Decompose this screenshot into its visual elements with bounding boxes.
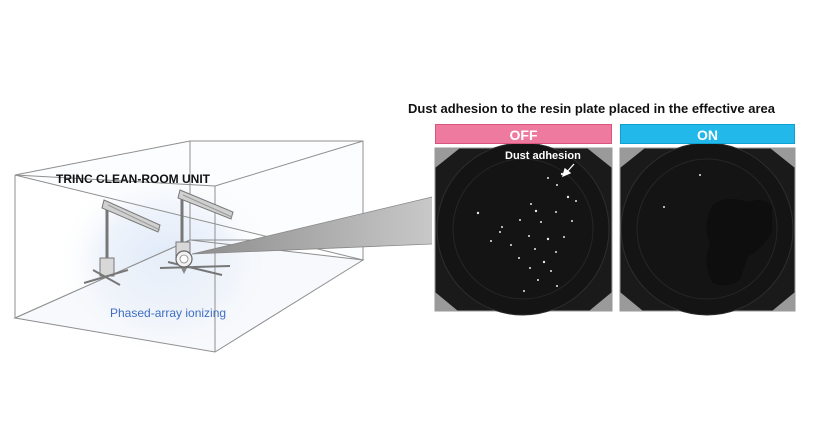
ionizer-label: Phased-array ionizing <box>110 306 227 320</box>
plate-image-on <box>619 142 796 316</box>
ionizer-stand-left <box>83 199 161 286</box>
off-panel-header: OFF <box>435 124 612 144</box>
resin-plate <box>175 250 193 274</box>
dust-adhesion-label: Dust adhesion <box>505 150 581 162</box>
diagram-heading: Dust adhesion to the resin plate placed … <box>408 101 775 116</box>
ionizer-stand-right <box>159 189 234 276</box>
on-panel-header: ON <box>620 124 795 144</box>
dust-particles-on <box>663 174 701 208</box>
clean-room-title: TRINC CLEAN-ROOM UNIT <box>56 172 210 186</box>
plate-image-off <box>434 142 613 316</box>
dust-particles-off <box>476 172 577 292</box>
dust-arrow-icon <box>561 163 575 178</box>
